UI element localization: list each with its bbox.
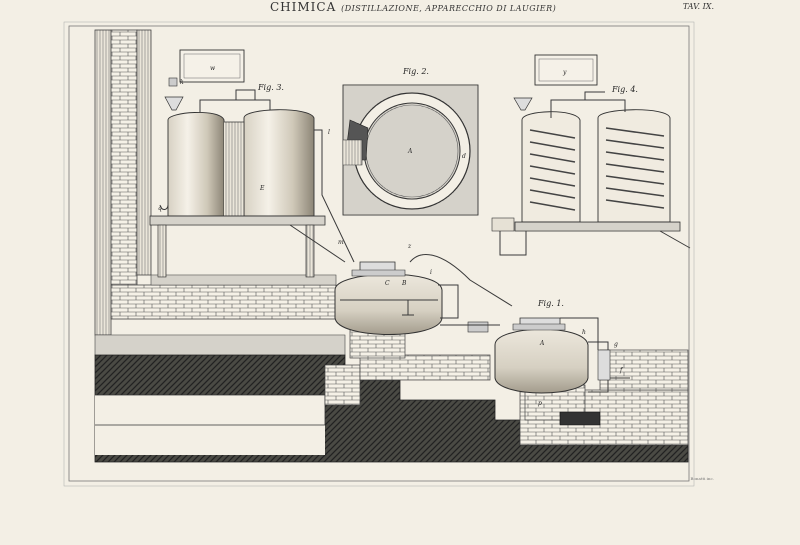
label-fig2: Fig. 2.: [402, 67, 429, 76]
figure-4-cutaway: [491, 54, 691, 256]
first-still: [334, 254, 513, 359]
letter-C: C: [385, 280, 390, 287]
letter-d: d: [462, 153, 466, 160]
letter-i: i: [430, 269, 432, 276]
label-fig4: Fig. 4.: [611, 85, 638, 94]
label-fig1: Fig. 1.: [537, 299, 564, 308]
letter-m: m: [338, 239, 344, 246]
brick-wall: [94, 29, 346, 356]
stepped-ground: [94, 349, 689, 463]
plate-number: TAV. IX.: [682, 2, 714, 11]
plate-title: CHIMICA (DISTILLAZIONE, APPARECCHIO DI L…: [270, 0, 556, 14]
plate-outer-border: [63, 21, 695, 487]
letter-A-fig2: A: [407, 148, 413, 155]
letter-h: h: [582, 329, 586, 336]
engraver-signature: Bonatti inc.: [690, 476, 714, 481]
letter-y: y: [562, 69, 567, 76]
letter-A-fig1: A: [539, 340, 545, 347]
letter-f: f: [619, 367, 624, 374]
letter-q: q: [158, 205, 162, 212]
letter-E: E: [259, 185, 265, 192]
title-main: CHIMICA: [270, 0, 337, 14]
figure-2-plan: [342, 84, 479, 216]
label-fig3: Fig. 3.: [257, 83, 284, 92]
title-subtitle: (DISTILLAZIONE, APPARECCHIO DI LAUGIER): [341, 4, 557, 13]
letter-g: g: [614, 341, 618, 348]
letter-l: l: [328, 129, 330, 136]
plate-border: [68, 25, 690, 482]
letter-B: B: [401, 280, 407, 287]
letter-p: p: [538, 400, 542, 407]
letter-z: z: [407, 243, 412, 250]
figure-3-tanks: [149, 49, 355, 278]
letter-k: k: [180, 79, 184, 86]
letter-w: w: [210, 65, 216, 72]
second-still: [494, 317, 630, 426]
